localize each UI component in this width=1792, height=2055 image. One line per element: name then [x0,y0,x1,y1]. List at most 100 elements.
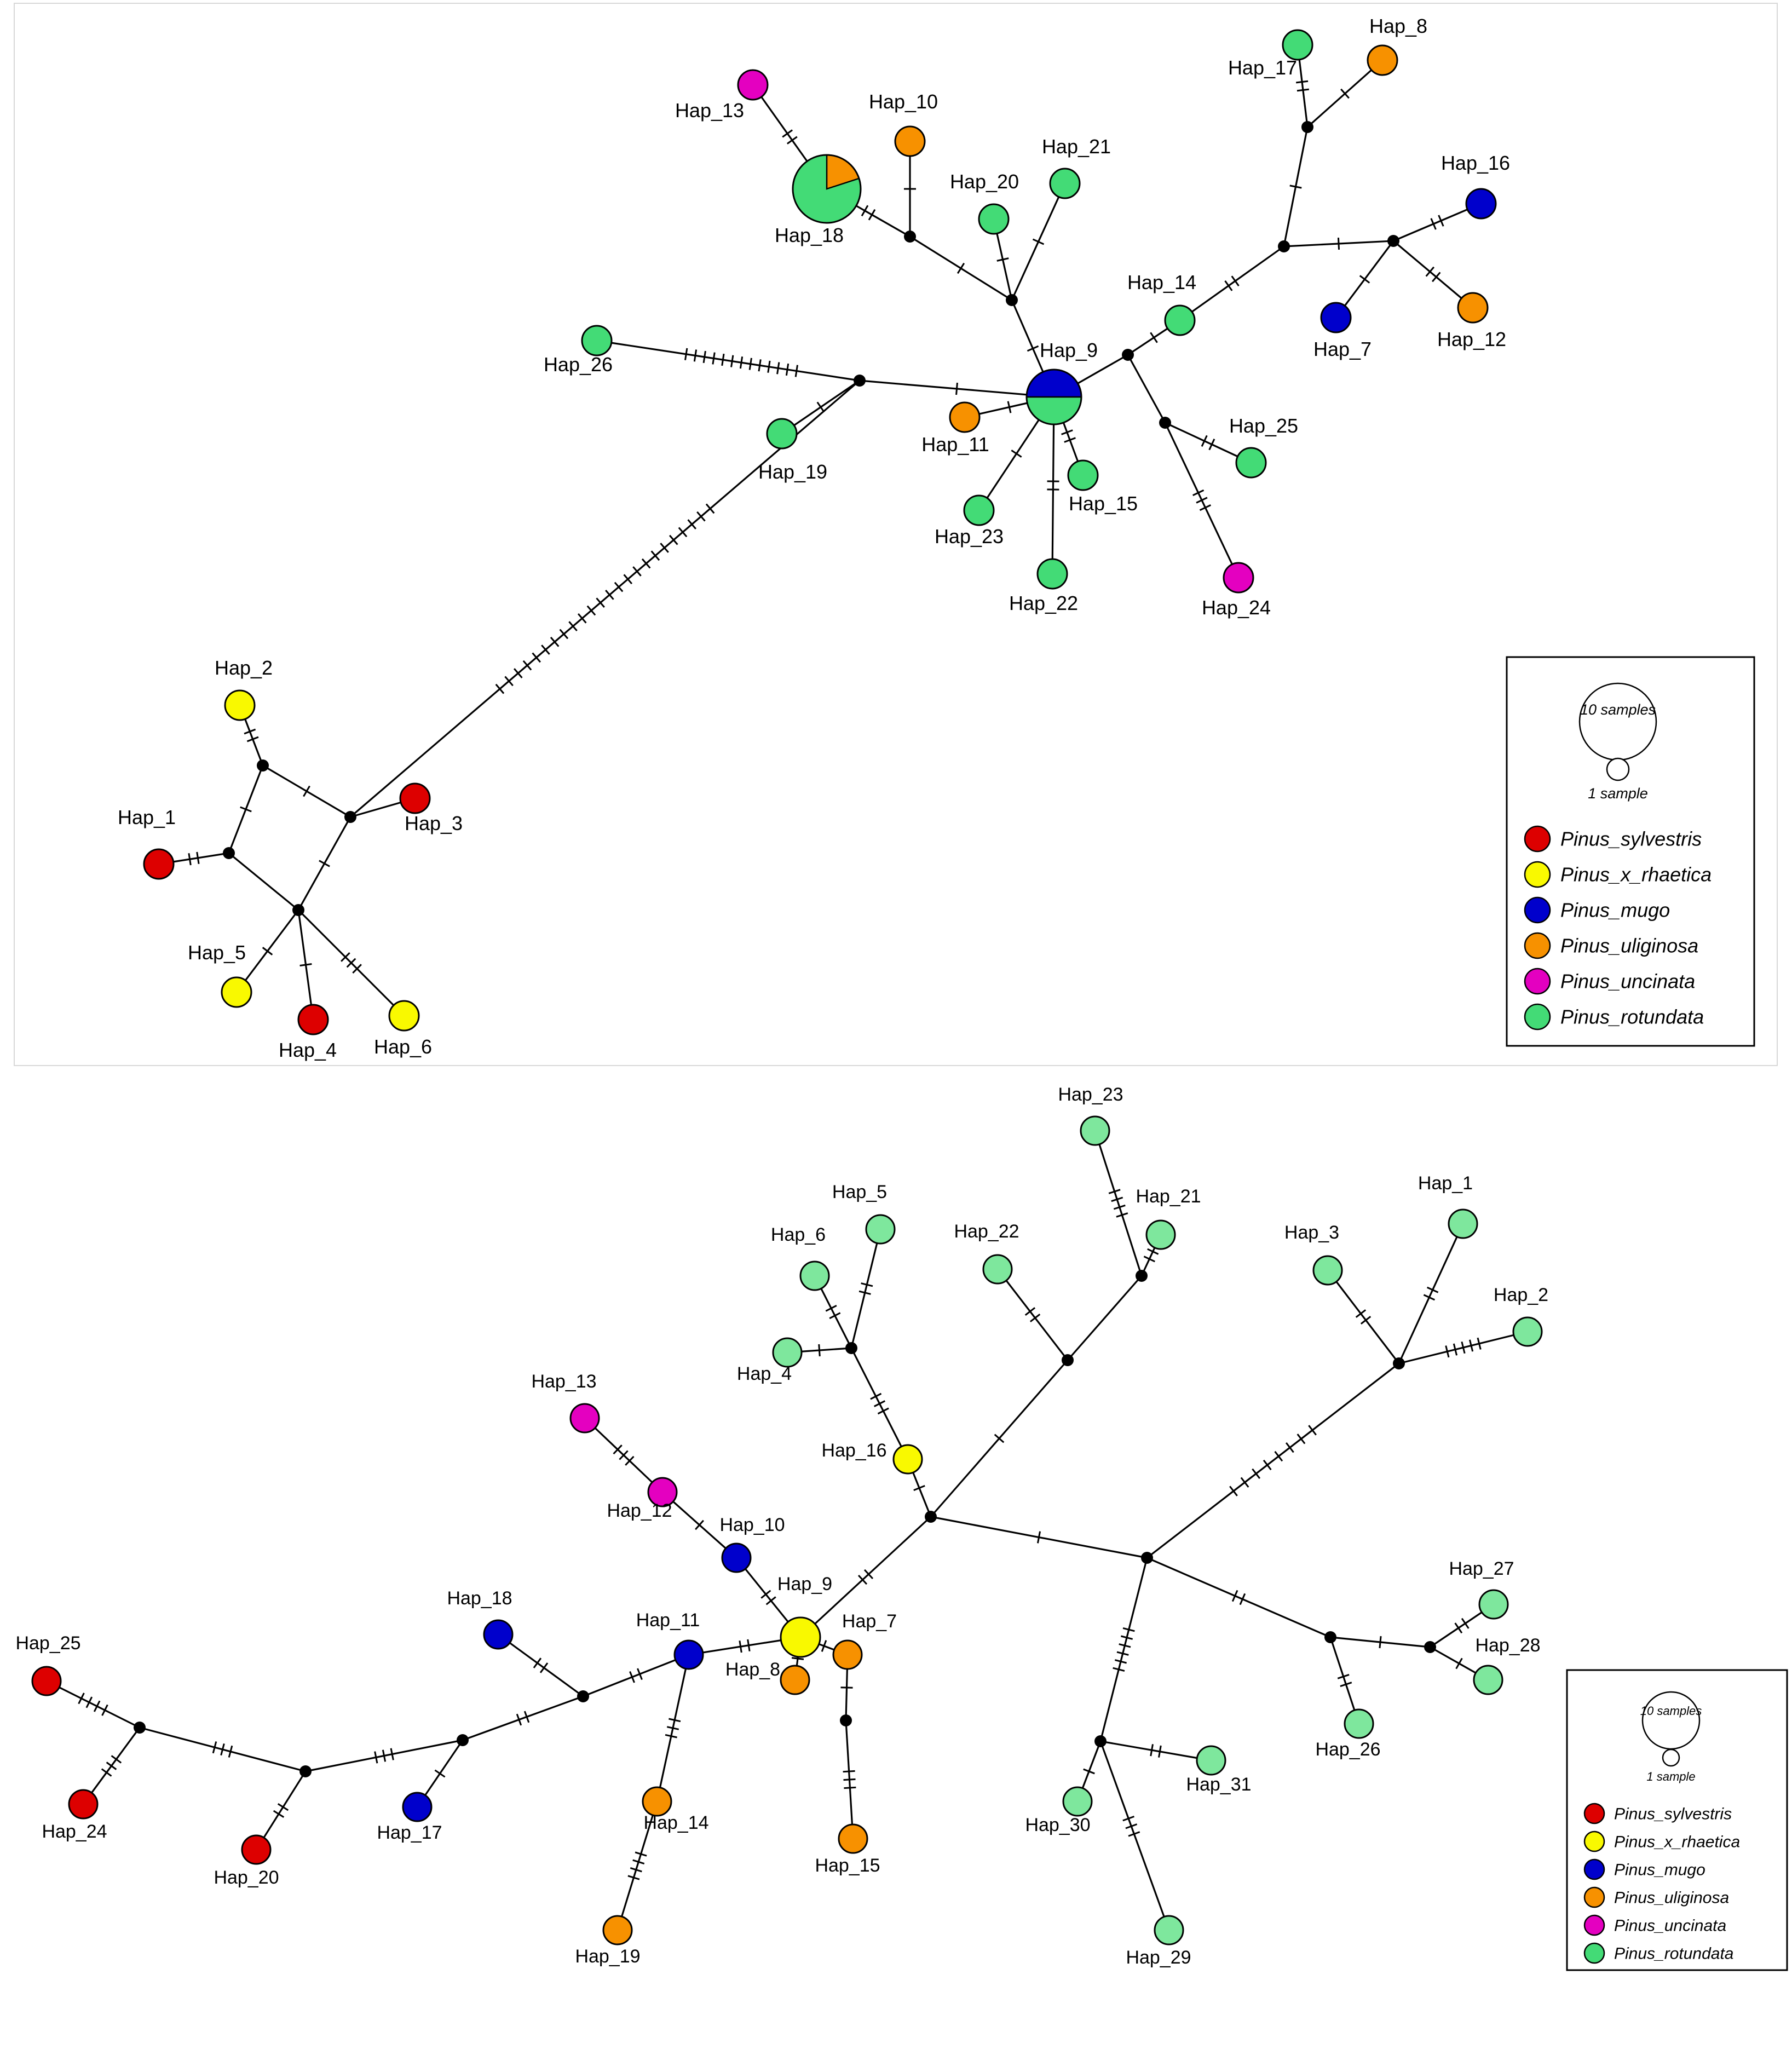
mutation-ticks [825,1304,841,1320]
mutation-ticks [843,1770,856,1789]
median-vector-node [223,847,235,859]
edge-d1-Hap_15 [843,1720,856,1839]
hap-label-Hap_19: Hap_19 [758,460,827,483]
hap-node-Hap_5 [865,1214,896,1245]
hap-node-Hap_9 [780,1616,821,1658]
mutation-ticks [1430,215,1444,230]
mutation-ticks [1113,1627,1135,1672]
hap-node-Hap_4 [297,1004,329,1035]
hap-node-Hap_19 [602,1915,633,1945]
edge-b2-b4 [297,816,352,911]
hap-node-Hap_25 [31,1666,62,1696]
hap-label-Hap_3: Hap_3 [1284,1222,1339,1243]
edge-Hap_10-m1 [904,141,916,237]
hap-label-Hap_11: Hap_11 [636,1610,700,1631]
hap-node-Hap_29 [1154,1915,1184,1945]
mutation-ticks [818,1344,821,1357]
legend-swatch-Pinus_uncinata [1524,968,1551,995]
mutation-ticks [1423,1286,1439,1301]
hap-label-Hap_22: Hap_22 [1009,592,1078,614]
mutation-ticks [1143,1248,1159,1263]
legend-label-Pinus_uncinata: Pinus_uncinata [1560,970,1695,993]
mutation-ticks [1340,88,1350,99]
hap-node-Hap_18 [483,1619,514,1650]
hap-label-Hap_1: Hap_1 [118,806,176,828]
edge-n2-Hap_22 [996,1269,1069,1361]
network-bottom: Hap_1Hap_2Hap_3Hap_4Hap_5Hap_6Hap_7Hap_8… [15,1084,1548,1968]
hap-node-Hap_6 [799,1260,830,1291]
pie-slice-Pinus_rotundata [1025,396,1082,425]
median-vector-node [1387,235,1399,247]
hap-label-Hap_2: Hap_2 [1494,1285,1548,1305]
hap-node-Hap_5 [221,976,252,1008]
hap-label-Hap_10: Hap_10 [719,1515,785,1535]
legend-label-Pinus_sylvestris: Pinus_sylvestris [1614,1805,1732,1823]
median-vector-node [854,375,866,387]
median-vector-node [1301,121,1313,133]
edge-c3-Hap_3 [1327,1270,1400,1364]
legend-label-Pinus_rotundata: Pinus_rotundata [1560,1006,1704,1028]
mutation-ticks [791,1657,804,1660]
hap-node-Hap_22 [1036,558,1068,590]
size-key-large-label: 10 samples [1580,701,1656,718]
mutation-ticks [1061,429,1076,443]
size-key-large-label: 10 samples [1640,1704,1702,1718]
edge-m9-Hap_26 [596,339,860,382]
median-vector-node [1159,417,1171,429]
edge-m5-m7 [1283,237,1394,250]
hap-label-Hap_16: Hap_16 [1441,152,1510,174]
legend-swatch-Pinus_sylvestris [1583,1803,1605,1824]
edge-Hap_9-c1 [799,1516,932,1638]
hap-node-Hap_1 [1448,1208,1478,1239]
hap-node-Hap_11 [949,401,981,433]
mutation-ticks [516,1711,530,1726]
panel-border [14,3,1778,1066]
edge-n2-j1 [1067,1275,1143,1361]
median-vector-node [1122,349,1134,361]
hap-label-Hap_23: Hap_23 [1058,1084,1123,1105]
hap-node-Hap_3 [1312,1255,1343,1286]
edge-e4-Hap_24 [82,1727,141,1805]
median-vector-node [457,1734,469,1746]
mutation-ticks [1011,450,1022,458]
hap-node-Hap_24 [1223,562,1254,594]
hap-node-Hap_22 [982,1254,1013,1285]
hap-node-Hap_8 [780,1665,810,1695]
hap-node-Hap_13 [569,1403,600,1434]
edge-b1-b3 [228,765,264,854]
median-vector-node [904,231,916,243]
edge-m5-m6 [1283,126,1309,247]
edge-b4-Hap_6 [297,909,405,1017]
mutation-ticks [1337,1674,1352,1687]
hap-node-Hap_12 [1457,292,1489,324]
hap-label-Hap_17: Hap_17 [377,1822,442,1843]
edge-m7-Hap_12 [1392,240,1474,309]
hap-label-Hap_10: Hap_10 [869,90,938,113]
edge-e1-e2 [462,1695,584,1741]
hap-node-Hap_19 [766,418,798,450]
hap-label-Hap_6: Hap_6 [374,1035,432,1058]
hap-label-Hap_27: Hap_27 [1449,1558,1514,1579]
mutation-ticks [1425,266,1441,283]
edge-Hap_12-Hap_10 [661,1491,737,1559]
hap-label-Hap_14: Hap_14 [643,1812,708,1833]
edge-Hap_11-e1 [583,1654,689,1697]
mutation-ticks [1150,332,1158,343]
median-vector-node [577,1690,589,1702]
mutation-ticks [240,806,252,813]
hap-node-Hap_23 [963,494,995,526]
edge-c3-Hap_1 [1398,1223,1464,1364]
edge-e3-e4 [139,1726,306,1772]
median-vector-node [1393,1357,1405,1369]
mutation-ticks [1032,238,1045,245]
hap-label-Hap_13: Hap_13 [675,99,744,122]
hap-label-Hap_14: Hap_14 [1127,271,1196,293]
median-vector-node [840,1714,852,1726]
hap-label-Hap_22: Hap_22 [954,1221,1019,1242]
mutation-ticks [1007,401,1012,413]
edge-c6-Hap_29 [1099,1741,1170,1931]
hap-label-Hap_9: Hap_9 [777,1574,832,1595]
hap-label-Hap_26: Hap_26 [544,353,613,376]
hap-node-Hap_27 [1478,1589,1509,1620]
edge-b4-Hap_4 [297,910,314,1020]
